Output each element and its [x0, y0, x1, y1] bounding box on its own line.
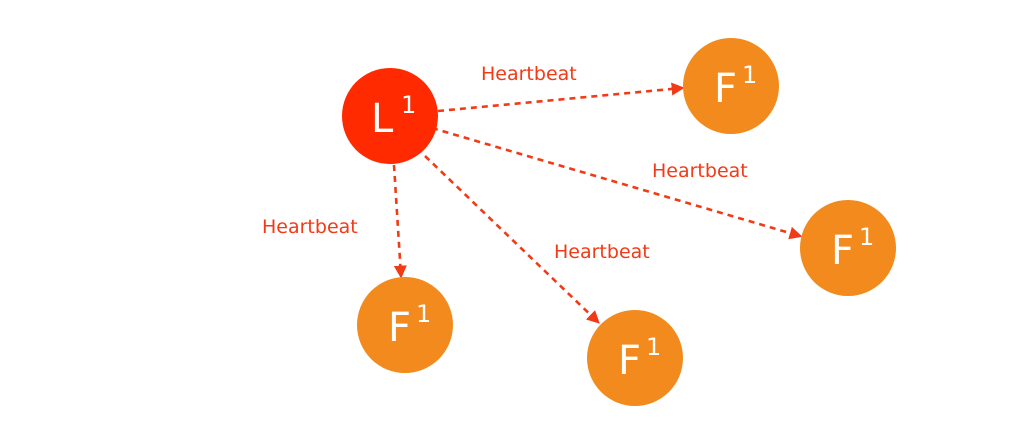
- follower-node-bottom-middle: F 1: [587, 310, 683, 406]
- follower-node-top-right: F 1: [683, 38, 779, 134]
- follower-node-bottom-left: F 1: [357, 277, 453, 373]
- leader-letter: L: [371, 96, 394, 142]
- edge-labels: Heartbeat Heartbeat Heartbeat Heartbeat: [262, 63, 748, 263]
- edge-label-right: Heartbeat: [652, 160, 748, 182]
- edge-to-follower-top-right: [437, 82, 685, 113]
- follower-letter: F: [831, 228, 854, 274]
- follower-letter: F: [714, 66, 737, 112]
- follower-letter: F: [618, 338, 641, 384]
- follower-node-right: F 1: [800, 200, 896, 296]
- edges: [392, 82, 803, 324]
- follower-superscript: 1: [416, 300, 431, 328]
- edge-to-follower-right: [431, 126, 803, 240]
- leader-node: L 1: [342, 68, 438, 164]
- follower-superscript: 1: [859, 223, 874, 251]
- edge-to-follower-bottom-middle: [424, 155, 600, 324]
- follower-superscript: 1: [646, 333, 661, 361]
- follower-letter: F: [388, 305, 411, 351]
- edge-label-top-right: Heartbeat: [481, 63, 577, 85]
- edge-label-bottom-left: Heartbeat: [262, 216, 358, 238]
- edge-label-bottom-middle: Heartbeat: [554, 241, 650, 263]
- edge-to-follower-bottom-left: [392, 164, 407, 279]
- leader-superscript: 1: [401, 91, 416, 119]
- follower-superscript: 1: [742, 61, 757, 89]
